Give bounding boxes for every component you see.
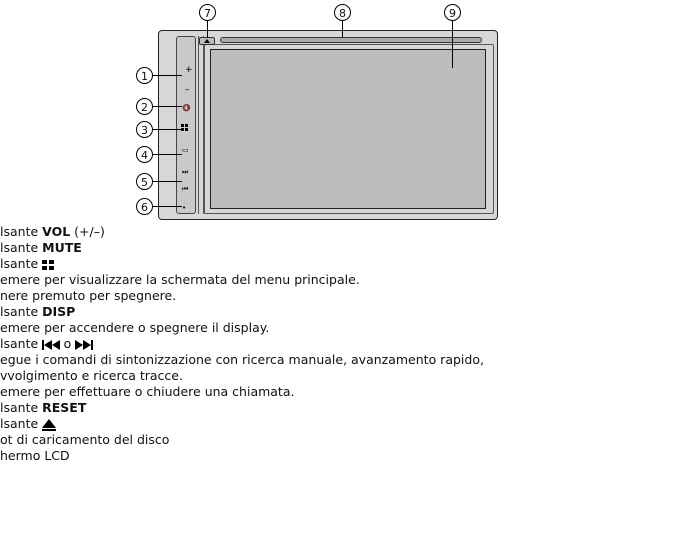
- lcd-screen: [210, 49, 486, 209]
- mute-icon: 🔇: [182, 104, 191, 112]
- prev-triangle-icon: [43, 339, 52, 350]
- disc-slot: [220, 37, 482, 43]
- item-track-desc-2: vvolgimento e ricerca tracce.: [0, 368, 183, 383]
- item-disp-label: DISP: [42, 304, 76, 319]
- callout-9: 9: [444, 4, 461, 21]
- item-vol-prefix: lsante: [0, 224, 43, 239]
- callout-5: 5: [136, 173, 153, 190]
- callout-1: 1: [136, 67, 153, 84]
- item-track-prefix: lsante: [0, 336, 43, 351]
- prev-triangle-icon: [51, 339, 60, 350]
- reset-dot-icon: •: [182, 204, 187, 212]
- item-track-desc-3: emere per effettuare o chiudere una chia…: [0, 384, 295, 399]
- prev-bar-icon: [42, 339, 44, 350]
- callout-3: 3: [136, 121, 153, 138]
- disp-icon: ▭: [182, 146, 189, 154]
- item-track: lsante o: [0, 336, 93, 351]
- item-home-desc-2: nere premuto per spegnere.: [0, 288, 177, 303]
- item-disp: lsante DISP: [0, 304, 75, 319]
- vol-plus-glyph: +: [185, 65, 193, 75]
- next-triangle-icon: [75, 339, 84, 350]
- home-grid-icon: [181, 124, 188, 133]
- callout-8: 8: [334, 4, 351, 21]
- screen-bezel: [204, 44, 494, 214]
- panel-divider: [198, 36, 204, 214]
- item-home-desc-1: emere per visualizzare la schermata del …: [0, 272, 360, 287]
- device-diagram: + – 🔇 ▭ ⏭ ⏮ • 1 2 3 4 5 6 7 8 9: [0, 0, 700, 222]
- item-disp-desc: emere per accendere o spegnere il displa…: [0, 320, 270, 335]
- next-track-icon: ⏭: [182, 168, 189, 176]
- item-eject-prefix: lsante: [0, 416, 43, 431]
- item-vol-label: VOL: [42, 224, 71, 239]
- item-mute: lsante MUTE: [0, 240, 82, 255]
- item-disp-prefix: lsante: [0, 304, 43, 319]
- eject-icon: [42, 418, 57, 431]
- item-vol-suffix: (+/–): [70, 224, 105, 239]
- item-mute-label: MUTE: [42, 240, 82, 255]
- item-track-or: o: [59, 336, 76, 351]
- item-reset-prefix: lsante: [0, 400, 43, 415]
- vol-minus-glyph: –: [185, 85, 190, 95]
- callout-7: 7: [199, 4, 216, 21]
- callout-4: 4: [136, 146, 153, 163]
- home-grid-icon: [42, 259, 55, 270]
- eject-button[interactable]: [199, 37, 215, 45]
- prev-track-icon: ⏮: [182, 185, 189, 193]
- next-triangle-icon: [83, 339, 92, 350]
- next-bar-icon: [91, 339, 93, 350]
- item-lcd: hermo LCD: [0, 448, 70, 463]
- item-disc-slot: ot di caricamento del disco: [0, 432, 170, 447]
- callout-6: 6: [136, 198, 153, 215]
- item-home: lsante: [0, 256, 55, 271]
- callout-2: 2: [136, 98, 153, 115]
- item-vol: lsante VOL (+/–): [0, 224, 105, 239]
- item-track-desc-1: egue i comandi di sintonizzazione con ri…: [0, 352, 484, 367]
- item-mute-prefix: lsante: [0, 240, 43, 255]
- item-reset: lsante RESET: [0, 400, 86, 415]
- item-reset-label: RESET: [42, 400, 87, 415]
- item-eject: lsante: [0, 416, 57, 431]
- item-home-prefix: lsante: [0, 256, 43, 271]
